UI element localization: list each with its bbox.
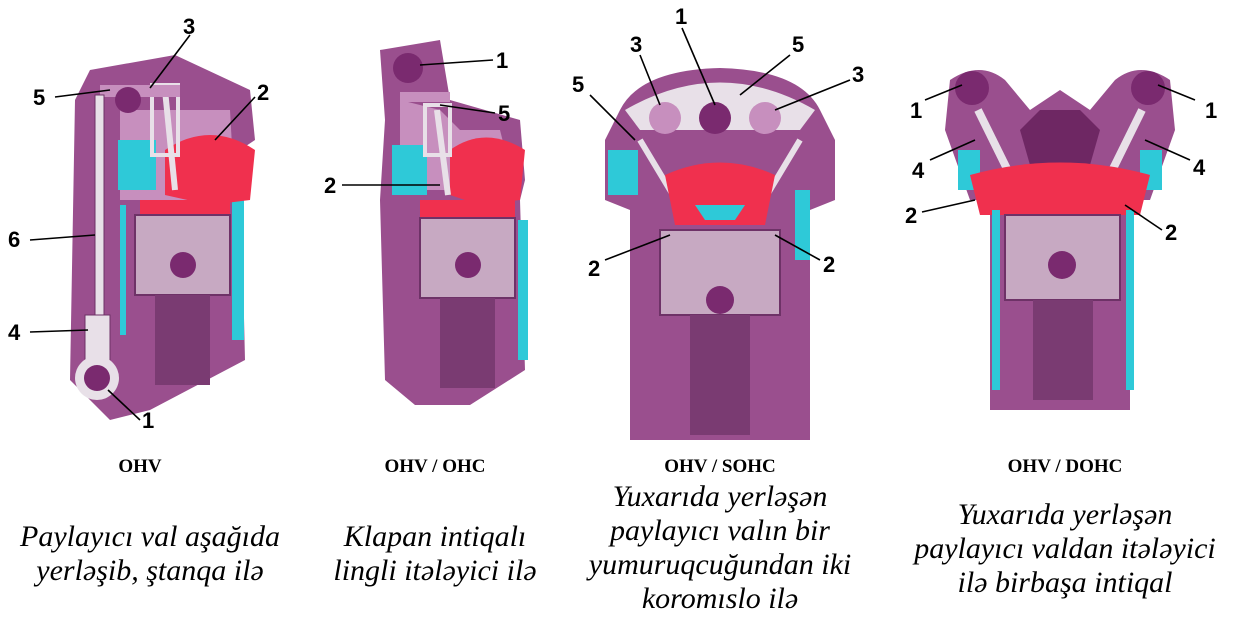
coolant-jacket-right bbox=[1126, 210, 1134, 390]
coolant-jacket-left bbox=[992, 210, 1000, 390]
rocker-arm bbox=[400, 92, 450, 102]
panel-description-line-3: ilə birbaşa intiqal bbox=[890, 566, 1240, 600]
spark-plug-well bbox=[1020, 110, 1100, 165]
diagram-ohv-ohc: 1 5 2 OHV / OHC Klapan intiqalı lingli i… bbox=[300, 0, 570, 621]
engine-drawing-ohc: 1 5 2 bbox=[300, 0, 570, 430]
panel-title: OHV bbox=[85, 456, 195, 478]
connecting-rod bbox=[155, 295, 210, 385]
callout-4: 4 bbox=[8, 320, 21, 345]
callout-3: 3 bbox=[183, 14, 195, 39]
panel-description-line-4: koromıslo ilə bbox=[570, 582, 870, 616]
panel-description-line-2: yerləşib, ştanqa ilə bbox=[0, 554, 300, 588]
engine-drawing-ohv: 3 5 2 6 4 1 bbox=[0, 0, 300, 430]
callout-6: 6 bbox=[8, 227, 20, 252]
combustion-chamber bbox=[970, 163, 1150, 216]
engine-drawing-sohc: 1 3 5 5 3 2 2 bbox=[570, 0, 870, 440]
rocker-shaft-right bbox=[749, 102, 781, 134]
callout-1: 1 bbox=[675, 4, 687, 29]
port bbox=[450, 138, 525, 206]
engine-drawing-dohc: 1 1 4 4 2 2 bbox=[890, 0, 1240, 430]
coolant-jacket-left bbox=[120, 205, 126, 335]
camshaft bbox=[393, 53, 423, 83]
callout-5: 5 bbox=[33, 85, 45, 110]
callout-2: 2 bbox=[257, 80, 269, 105]
callout-2-right: 2 bbox=[1165, 220, 1177, 245]
panel-description-line-3: yumuruqcuğundan iki bbox=[570, 548, 870, 582]
callout-3-right: 3 bbox=[852, 62, 864, 87]
callout-4-right: 4 bbox=[1193, 155, 1206, 180]
panel-description-line-2: lingli itələyici ilə bbox=[300, 554, 570, 588]
coolant-jacket bbox=[392, 145, 427, 195]
callout-2-left: 2 bbox=[905, 203, 917, 228]
panel-title: OHV / OHC bbox=[360, 456, 510, 478]
camshaft bbox=[84, 365, 110, 391]
panel-description-line-1: Paylayıcı val aşağıda bbox=[0, 520, 300, 554]
coolant-jacket-side bbox=[232, 200, 244, 340]
callout-2-right: 2 bbox=[823, 252, 835, 277]
callout-1-left: 1 bbox=[910, 98, 922, 123]
pushrod bbox=[95, 95, 104, 315]
callout-2: 2 bbox=[324, 173, 336, 198]
coolant-jacket-side bbox=[518, 220, 528, 360]
panel-description-line-2: paylayıcı valın bir bbox=[570, 514, 870, 548]
callout-5: 5 bbox=[498, 101, 510, 126]
callout-5-right: 5 bbox=[792, 32, 804, 57]
callout-3-left: 3 bbox=[630, 32, 642, 57]
panel-title: OHV / SOHC bbox=[640, 456, 800, 478]
camshaft-left bbox=[955, 71, 989, 105]
piston-pin bbox=[170, 252, 196, 278]
camshaft-right bbox=[1131, 71, 1165, 105]
camshaft bbox=[699, 102, 731, 134]
diagram-ohv-sohc: 1 3 5 5 3 2 2 OHV / SOHC Yuxarıda yerləş… bbox=[570, 0, 870, 621]
connecting-rod bbox=[1033, 300, 1093, 400]
coolant-jacket-left bbox=[608, 150, 638, 195]
combustion-chamber bbox=[420, 200, 515, 218]
piston-pin bbox=[455, 252, 481, 278]
connecting-rod bbox=[440, 298, 495, 388]
panel-description-line-2: paylayıcı valdan itələyici bbox=[890, 532, 1240, 566]
rocker-shaft-left bbox=[649, 102, 681, 134]
piston-pin bbox=[706, 286, 734, 314]
callout-4-left: 4 bbox=[912, 158, 925, 183]
callout-1: 1 bbox=[496, 48, 508, 73]
panel-description-line-1: Klapan intiqalı bbox=[300, 520, 570, 554]
combustion-chamber bbox=[140, 200, 230, 215]
leader-2-left bbox=[922, 200, 975, 212]
connecting-rod bbox=[690, 315, 750, 435]
callout-1: 1 bbox=[142, 408, 154, 430]
diagram-ohv: 3 5 2 6 4 1 OHV Paylayıcı val aşağıda ye… bbox=[0, 0, 300, 621]
piston-pin bbox=[1048, 251, 1076, 279]
rocker-shaft bbox=[115, 87, 141, 113]
callout-2-left: 2 bbox=[588, 256, 600, 281]
callout-1-right: 1 bbox=[1205, 98, 1217, 123]
panel-title: OHV / DOHC bbox=[985, 456, 1145, 478]
callout-5-left: 5 bbox=[572, 72, 584, 97]
panel-description-line-1: Yuxarıda yerləşən bbox=[570, 480, 870, 514]
panel-description-line-1: Yuxarıda yerləşən bbox=[890, 498, 1240, 532]
diagram-ohv-dohc: 1 1 4 4 2 2 OHV / DOHC Yuxarıda yerləşən… bbox=[890, 0, 1240, 621]
